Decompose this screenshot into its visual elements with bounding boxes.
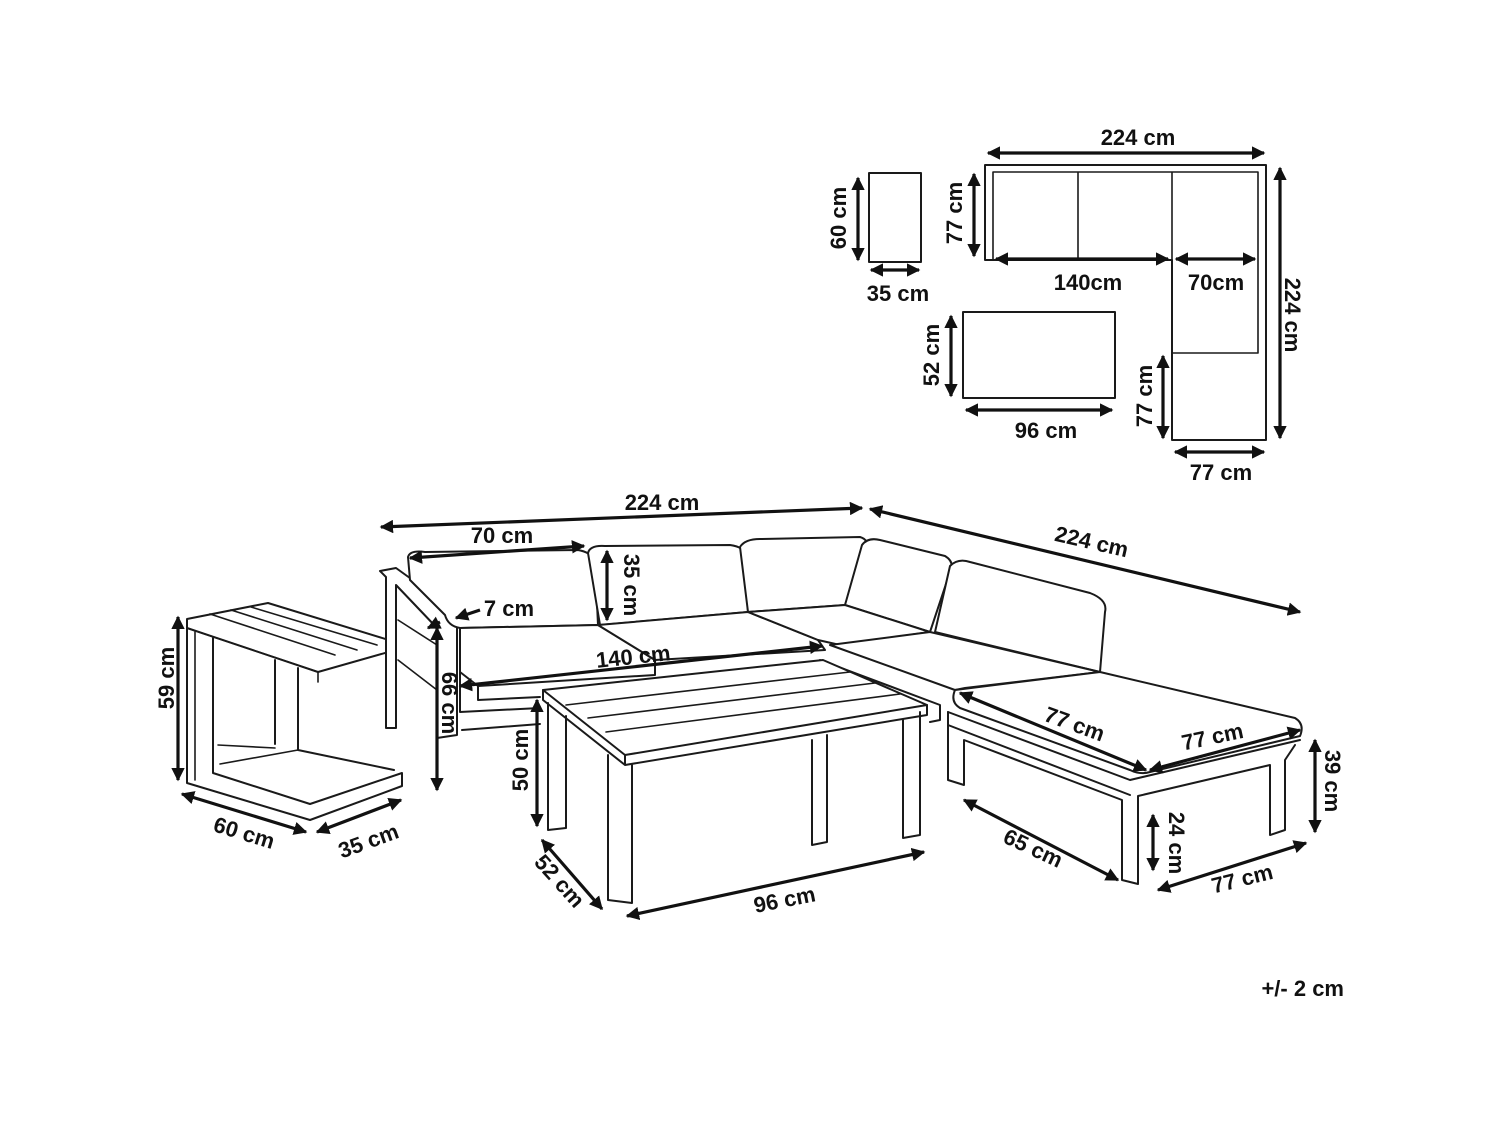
plan-sofa-depth-label: 224 cm xyxy=(1280,278,1305,353)
plan-side-table-width-label: 35 cm xyxy=(867,281,929,306)
sofa-front-width-label: 224 cm xyxy=(625,490,700,515)
plan-table-depth-label: 52 cm xyxy=(919,324,944,386)
plan-chaise-depth-label: 77 cm xyxy=(1132,365,1157,427)
plan-coffee-table xyxy=(962,311,1116,399)
plan-sofa-outline xyxy=(984,164,1267,441)
coffee-table xyxy=(542,659,928,904)
plan-two-seater-width-label: 140cm xyxy=(1054,270,1123,295)
ottoman xyxy=(947,671,1303,885)
table-height-label: 50 cm xyxy=(508,729,533,791)
plan-side-table-depth-label: 60 cm xyxy=(826,187,851,249)
plan-table-width-label: 96 cm xyxy=(1015,418,1077,443)
plan-sofa-width-label: 224 cm xyxy=(1101,125,1176,150)
ottoman-base-width-label: 77 cm xyxy=(1209,859,1276,898)
plan-chaise-width-label: 77 cm xyxy=(1190,460,1252,485)
armrest-width-label: 7 cm xyxy=(484,596,534,621)
side-table xyxy=(186,602,403,821)
plan-seat-depth-label: 77 cm xyxy=(942,182,967,244)
plan-view xyxy=(868,164,1267,441)
side-table-height-label: 59 cm xyxy=(154,647,179,709)
side-table-width-label: 60 cm xyxy=(211,812,278,854)
ottoman-base-depth-label: 65 cm xyxy=(1000,824,1067,873)
plan-side-table xyxy=(868,172,922,263)
sofa-height-label: 66 cm xyxy=(437,672,462,734)
cushion-width-label: 70 cm xyxy=(471,523,533,548)
plan-corner-width-label: 70cm xyxy=(1188,270,1244,295)
side-table-depth-label: 35 cm xyxy=(335,819,402,864)
tolerance-note: +/- 2 cm xyxy=(1261,976,1344,1001)
dimension-lines xyxy=(171,146,1322,921)
cushion-height-label: 35 cm xyxy=(619,554,644,616)
ottoman-leg-height-label: 24 cm xyxy=(1164,812,1189,874)
ottoman-height-label: 39 cm xyxy=(1320,750,1345,812)
plan-sofa-inner xyxy=(992,171,1259,354)
